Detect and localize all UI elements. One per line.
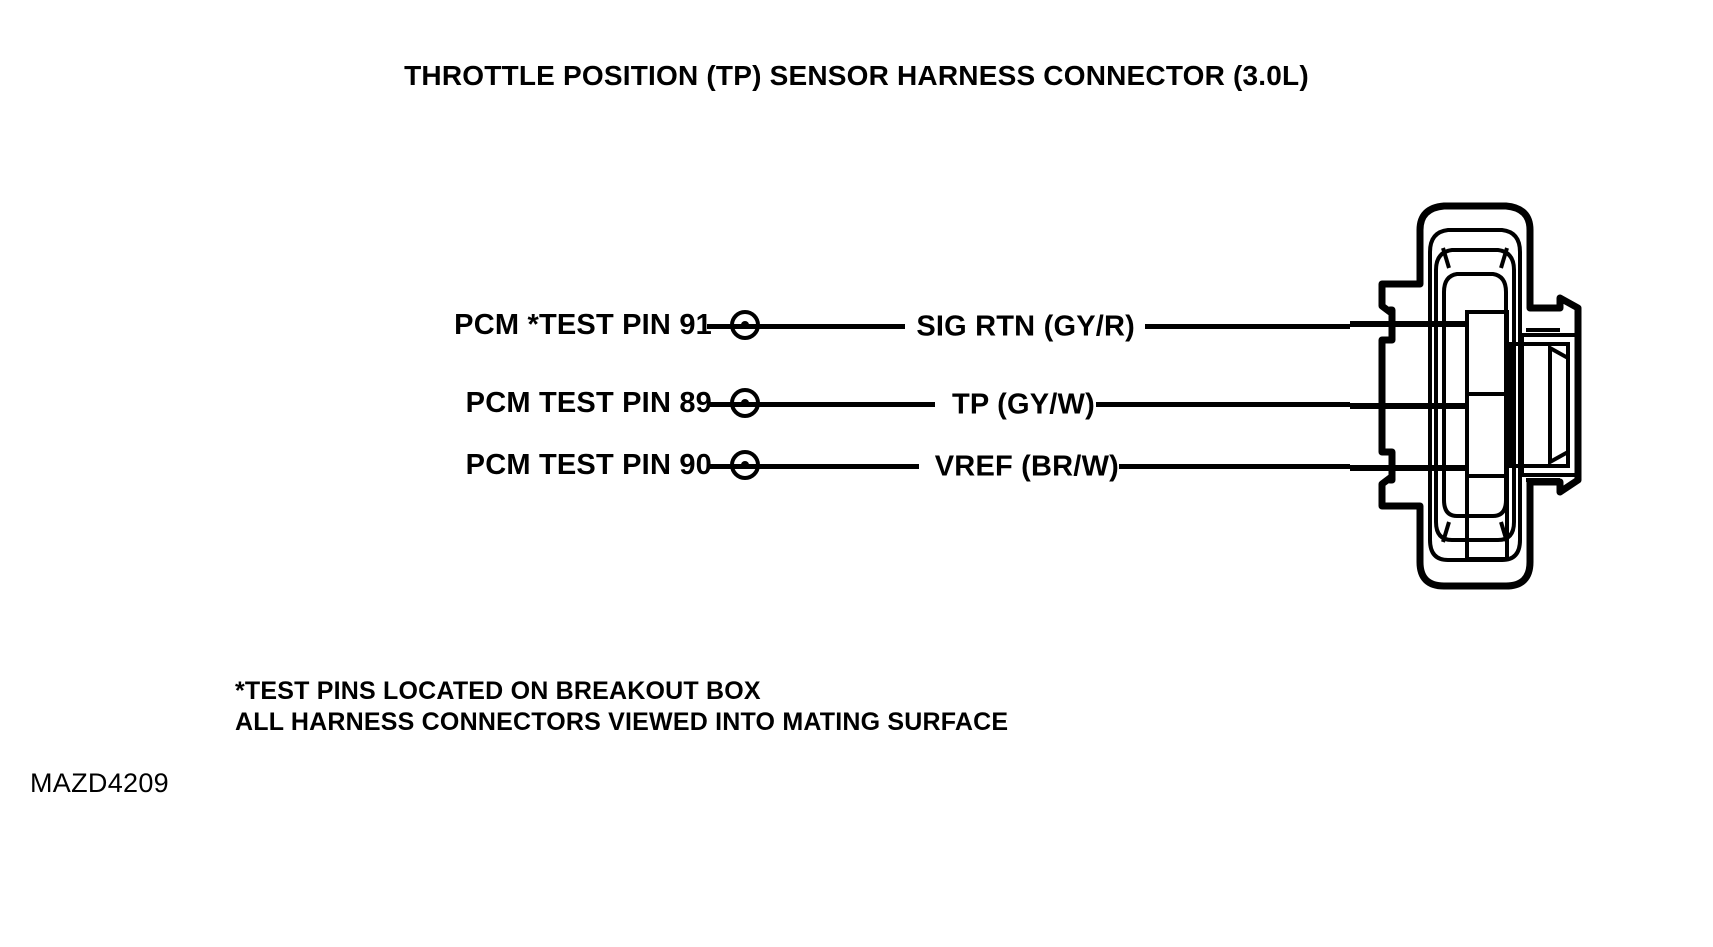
latch-inner-wedge — [1548, 344, 1570, 466]
test-pin-label-91: PCM *TEST PIN 91 — [454, 308, 712, 341]
pin-row-91: PCM *TEST PIN 91 — [0, 301, 760, 349]
wire-segment-91-left — [707, 324, 905, 329]
signal-label-vref: VREF (BR/W) — [934, 450, 1119, 483]
connector-rib-top-left — [1441, 247, 1451, 269]
test-pin-label-90: PCM TEST PIN 90 — [465, 448, 712, 481]
connector-rib-top-right — [1499, 247, 1509, 269]
connector-inner-rim-2 — [1434, 248, 1516, 542]
connector-svg — [1350, 202, 1582, 590]
wire-segment-89-left — [707, 402, 935, 407]
wire-segment-90-left — [707, 464, 919, 469]
footnote-block: *TEST PINS LOCATED ON BREAKOUT BOX ALL H… — [235, 676, 1008, 738]
footnote-line-1: *TEST PINS LOCATED ON BREAKOUT BOX — [235, 677, 761, 705]
signal-label-tp: TP (GY/W) — [951, 388, 1095, 421]
test-pin-label-89: PCM TEST PIN 89 — [465, 386, 712, 419]
wire-segment-91-right — [1145, 324, 1350, 329]
footnote-line-2: ALL HARNESS CONNECTORS VIEWED INTO MATIN… — [235, 708, 1009, 736]
connector-inner-rim-3 — [1442, 272, 1508, 518]
signal-label-sig-rtn: SIG RTN (GY/R) — [916, 310, 1135, 343]
latch-outer-box — [1520, 333, 1579, 477]
pin-row-90: PCM TEST PIN 90 — [0, 441, 760, 489]
pin-row-89: PCM TEST PIN 89 — [0, 379, 760, 427]
connector-rib-bottom-left — [1441, 521, 1451, 543]
wire-segment-89-right — [1096, 402, 1350, 407]
figure-code: MAZD4209 — [30, 768, 169, 798]
page-title: THROTTLE POSITION (TP) SENSOR HARNESS CO… — [404, 60, 1309, 91]
terminal-cavity-block — [1465, 310, 1509, 561]
connector-illustration — [1230, 190, 1590, 620]
connector-outer-shell — [1378, 202, 1582, 590]
wire-segment-90-right — [1119, 464, 1350, 469]
